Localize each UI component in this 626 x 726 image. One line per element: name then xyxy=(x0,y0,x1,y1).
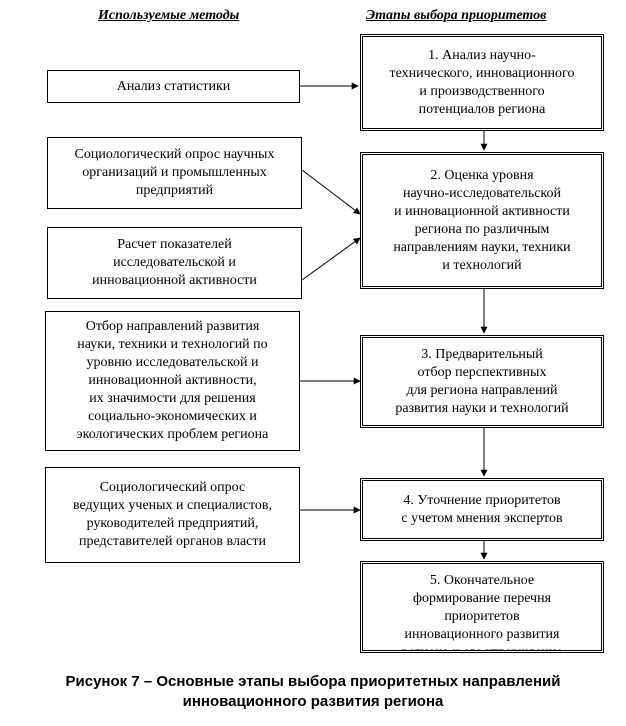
stage-3-preliminary-selection: 3. Предварительный отбор перспективных д… xyxy=(360,335,604,428)
method-survey-organizations: Социологический опрос научных организаци… xyxy=(47,137,302,209)
figure-caption: Рисунок 7 – Основные этапы выбора приори… xyxy=(65,673,561,710)
stage-5-final-formation: 5. Окончательное формирование перечня пр… xyxy=(360,561,604,653)
arrow-method3-stage2 xyxy=(301,237,361,281)
stage-1-potential-analysis: 1. Анализ научно- технического, инноваци… xyxy=(360,34,604,131)
method-directions-selection: Отбор направлений развития науки, техник… xyxy=(45,311,300,451)
method-experts-survey: Социологический опрос ведущих ученых и с… xyxy=(45,467,300,563)
method-activity-indicators: Расчет показателей исследовательской и и… xyxy=(47,227,302,299)
arrow-method2-stage2 xyxy=(301,169,361,215)
method-statistics-analysis: Анализ статистики xyxy=(47,70,300,103)
stage-2-activity-assessment: 2. Оценка уровня научно-исследовательско… xyxy=(360,152,604,289)
stages-header: Этапы выбора приоритетов xyxy=(366,8,547,23)
methods-header: Используемые методы xyxy=(98,8,240,23)
stage-4-priorities-refinement: 4. Уточнение приоритетов с учетом мнения… xyxy=(360,478,604,541)
